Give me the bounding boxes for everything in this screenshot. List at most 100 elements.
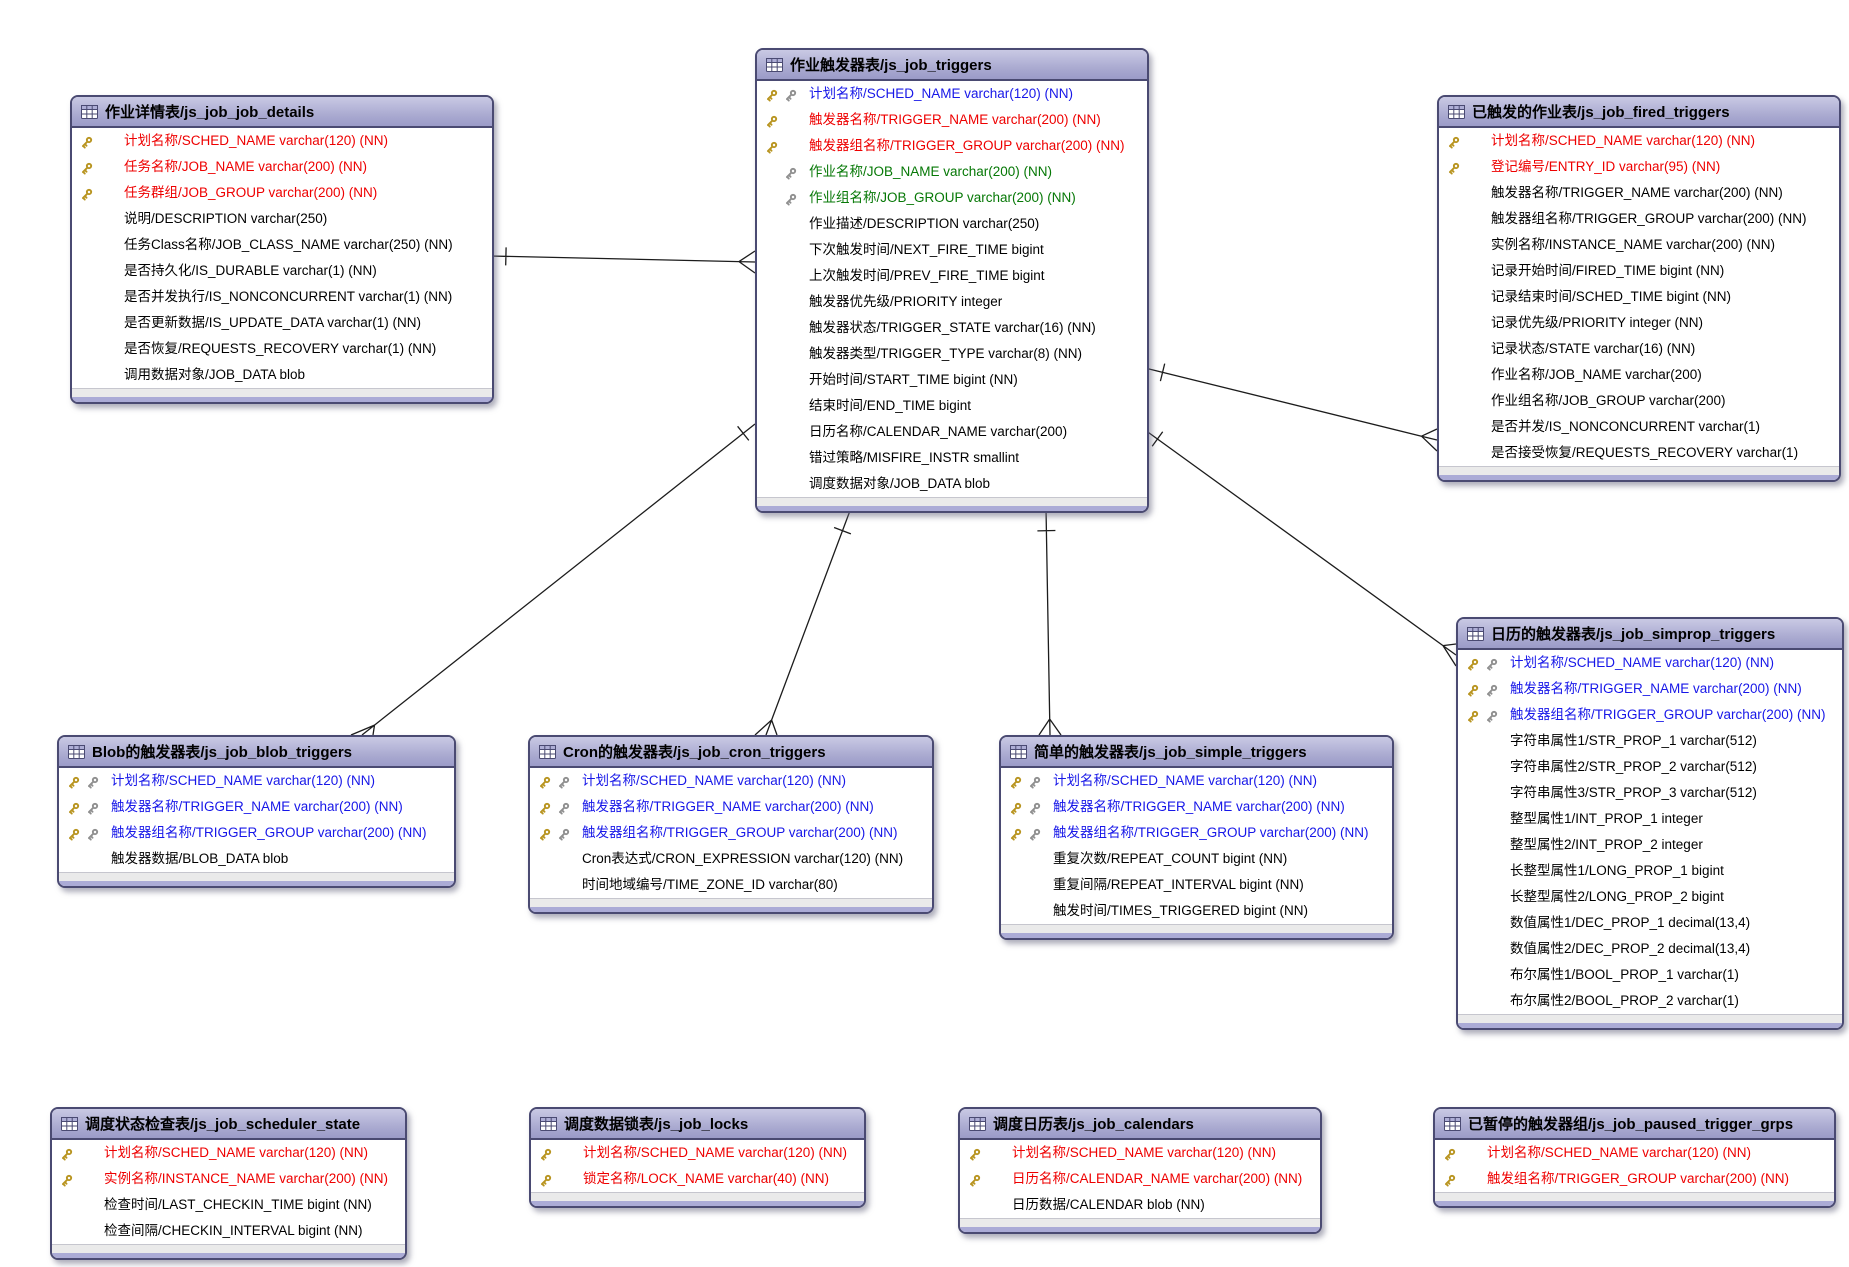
table-field-row[interactable]: 字符串属性1/STR_PROP_1 varchar(512) <box>1458 728 1842 754</box>
table-field-row[interactable]: 调度数据对象/JOB_DATA blob <box>757 471 1147 497</box>
table-header[interactable]: 简单的触发器表/js_job_simple_triggers <box>1001 737 1392 768</box>
table-field-row[interactable]: 触发器组名称/TRIGGER_GROUP varchar(200) (NN) <box>59 820 454 846</box>
table-header[interactable]: 作业触发器表/js_job_triggers <box>757 50 1147 81</box>
table-field-row[interactable]: 登记编号/ENTRY_ID varchar(95) (NN) <box>1439 154 1839 180</box>
table-field-row[interactable]: 计划名称/SCHED_NAME varchar(120) (NN) <box>530 768 932 794</box>
table-field-row[interactable]: 锁定名称/LOCK_NAME varchar(40) (NN) <box>531 1166 864 1192</box>
table-field-row[interactable]: 日历名称/CALENDAR_NAME varchar(200) (NN) <box>960 1166 1320 1192</box>
table-header[interactable]: 调度日历表/js_job_calendars <box>960 1109 1320 1140</box>
relationship-js_job_triggers-js_job_simple_triggers[interactable] <box>1037 507 1062 736</box>
table-field-row[interactable]: 计划名称/SCHED_NAME varchar(120) (NN) <box>1458 650 1842 676</box>
table-field-row[interactable]: 重复间隔/REPEAT_INTERVAL bigint (NN) <box>1001 872 1392 898</box>
table-field-row[interactable]: 是否恢复/REQUESTS_RECOVERY varchar(1) (NN) <box>72 336 492 362</box>
table-field-row[interactable]: 触发器组名称/TRIGGER_GROUP varchar(200) (NN) <box>757 133 1147 159</box>
table-field-row[interactable]: 计划名称/SCHED_NAME varchar(120) (NN) <box>1439 128 1839 154</box>
table-field-row[interactable]: 结束时间/END_TIME bigint <box>757 393 1147 419</box>
table-field-row[interactable]: 触发器数据/BLOB_DATA blob <box>59 846 454 872</box>
table-field-row[interactable]: 字符串属性3/STR_PROP_3 varchar(512) <box>1458 780 1842 806</box>
table-field-row[interactable]: 作业组名称/JOB_GROUP varchar(200) <box>1439 388 1839 414</box>
table-field-row[interactable]: 触发器组名称/TRIGGER_GROUP varchar(200) (NN) <box>1439 206 1839 232</box>
table-field-row[interactable]: 长整型属性2/LONG_PROP_2 bigint <box>1458 884 1842 910</box>
table-field-row[interactable]: 长整型属性1/LONG_PROP_1 bigint <box>1458 858 1842 884</box>
table-field-row[interactable]: 触发时间/TIMES_TRIGGERED bigint (NN) <box>1001 898 1392 924</box>
table-field-row[interactable]: 触发器类型/TRIGGER_TYPE varchar(8) (NN) <box>757 341 1147 367</box>
table-field-row[interactable]: 计划名称/SCHED_NAME varchar(120) (NN) <box>59 768 454 794</box>
table-field-row[interactable]: 作业描述/DESCRIPTION varchar(250) <box>757 211 1147 237</box>
table-field-row[interactable]: 计划名称/SCHED_NAME varchar(120) (NN) <box>72 128 492 154</box>
table-field-row[interactable]: 整型属性2/INT_PROP_2 integer <box>1458 832 1842 858</box>
table-field-row[interactable]: 调用数据对象/JOB_DATA blob <box>72 362 492 388</box>
table-field-row[interactable]: Cron表达式/CRON_EXPRESSION varchar(120) (NN… <box>530 846 932 872</box>
relationship-js_job_job_details-js_job_triggers[interactable] <box>489 247 756 274</box>
table-field-row[interactable]: 触发器组名称/TRIGGER_GROUP varchar(200) (NN) <box>530 820 932 846</box>
table-field-row[interactable]: 日历数据/CALENDAR blob (NN) <box>960 1192 1320 1218</box>
table-field-row[interactable]: 记录开始时间/FIRED_TIME bigint (NN) <box>1439 258 1839 284</box>
table-field-row[interactable]: 记录结束时间/SCHED_TIME bigint (NN) <box>1439 284 1839 310</box>
table-field-row[interactable]: 数值属性2/DEC_PROP_2 decimal(13,4) <box>1458 936 1842 962</box>
table-header[interactable]: Cron的触发器表/js_job_cron_triggers <box>530 737 932 768</box>
table-field-row[interactable]: 触发器名称/TRIGGER_NAME varchar(200) (NN) <box>757 107 1147 133</box>
table-field-row[interactable]: 实例名称/INSTANCE_NAME varchar(200) (NN) <box>52 1166 405 1192</box>
table-field-row[interactable]: 数值属性1/DEC_PROP_1 decimal(13,4) <box>1458 910 1842 936</box>
table-field-row[interactable]: 是否并发执行/IS_NONCONCURRENT varchar(1) (NN) <box>72 284 492 310</box>
table-field-row[interactable]: 实例名称/INSTANCE_NAME varchar(200) (NN) <box>1439 232 1839 258</box>
table-field-row[interactable]: 字符串属性2/STR_PROP_2 varchar(512) <box>1458 754 1842 780</box>
table-field-row[interactable]: 计划名称/SCHED_NAME varchar(120) (NN) <box>1435 1140 1834 1166</box>
table-field-row[interactable]: 是否持久化/IS_DURABLE varchar(1) (NN) <box>72 258 492 284</box>
table-field-row[interactable]: 触发组名称/TRIGGER_GROUP varchar(200) (NN) <box>1435 1166 1834 1192</box>
table-header[interactable]: 作业详情表/js_job_job_details <box>72 97 492 128</box>
table-header[interactable]: 已暂停的触发器组/js_job_paused_trigger_grps <box>1435 1109 1834 1140</box>
table-header[interactable]: Blob的触发器表/js_job_blob_triggers <box>59 737 454 768</box>
table-field-row[interactable]: 触发器名称/TRIGGER_NAME varchar(200) (NN) <box>1458 676 1842 702</box>
table-field-row[interactable]: 检查间隔/CHECKIN_INTERVAL bigint (NN) <box>52 1218 405 1244</box>
table-field-row[interactable]: 触发器状态/TRIGGER_STATE varchar(16) (NN) <box>757 315 1147 341</box>
relationship-js_job_triggers-js_job_blob_triggers[interactable] <box>350 423 756 736</box>
table-field-row[interactable]: 任务群组/JOB_GROUP varchar(200) (NN) <box>72 180 492 206</box>
table-header[interactable]: 日历的触发器表/js_job_simprop_triggers <box>1458 619 1842 650</box>
table-field-row[interactable]: 错过策略/MISFIRE_INSTR smallint <box>757 445 1147 471</box>
table-header[interactable]: 调度状态检查表/js_job_scheduler_state <box>52 1109 405 1140</box>
table-header[interactable]: 已触发的作业表/js_job_fired_triggers <box>1439 97 1839 128</box>
table-field-row[interactable]: 计划名称/SCHED_NAME varchar(120) (NN) <box>531 1140 864 1166</box>
table-field-row[interactable]: 说明/DESCRIPTION varchar(250) <box>72 206 492 232</box>
relationship-js_job_triggers-js_job_fired_triggers[interactable] <box>1144 363 1438 452</box>
table-field-row[interactable]: 下次触发时间/NEXT_FIRE_TIME bigint <box>757 237 1147 263</box>
table-field-row[interactable]: 计划名称/SCHED_NAME varchar(120) (NN) <box>52 1140 405 1166</box>
relationship-js_job_triggers-js_job_cron_triggers[interactable] <box>754 507 852 736</box>
table-field-row[interactable]: 触发器优先级/PRIORITY integer <box>757 289 1147 315</box>
table-field-row[interactable]: 触发器名称/TRIGGER_NAME varchar(200) (NN) <box>530 794 932 820</box>
table-field-row[interactable]: 记录状态/STATE varchar(16) (NN) <box>1439 336 1839 362</box>
table-field-row[interactable]: 开始时间/START_TIME bigint (NN) <box>757 367 1147 393</box>
table-field-row[interactable]: 重复次数/REPEAT_COUNT bigint (NN) <box>1001 846 1392 872</box>
table-field-row[interactable]: 触发器组名称/TRIGGER_GROUP varchar(200) (NN) <box>1001 820 1392 846</box>
table-field-row[interactable]: 时间地域编号/TIME_ZONE_ID varchar(80) <box>530 872 932 898</box>
table-field-row[interactable]: 记录优先级/PRIORITY integer (NN) <box>1439 310 1839 336</box>
table-field-row[interactable]: 触发器组名称/TRIGGER_GROUP varchar(200) (NN) <box>1458 702 1842 728</box>
table-field-row[interactable]: 计划名称/SCHED_NAME varchar(120) (NN) <box>960 1140 1320 1166</box>
table-field-row[interactable]: 是否接受恢复/REQUESTS_RECOVERY varchar(1) <box>1439 440 1839 466</box>
table-field-row[interactable]: 任务名称/JOB_NAME varchar(200) (NN) <box>72 154 492 180</box>
table-field-row[interactable]: 作业名称/JOB_NAME varchar(200) (NN) <box>757 159 1147 185</box>
table-field-row[interactable]: 检查时间/LAST_CHECKIN_TIME bigint (NN) <box>52 1192 405 1218</box>
table-field-row[interactable]: 作业组名称/JOB_GROUP varchar(200) (NN) <box>757 185 1147 211</box>
table-field-row[interactable]: 任务Class名称/JOB_CLASS_NAME varchar(250) (N… <box>72 232 492 258</box>
table-field-row[interactable]: 整型属性1/INT_PROP_1 integer <box>1458 806 1842 832</box>
table-field-row[interactable]: 是否并发/IS_NONCONCURRENT varchar(1) <box>1439 414 1839 440</box>
table-field-row[interactable]: 布尔属性2/BOOL_PROP_2 varchar(1) <box>1458 988 1842 1014</box>
table-field-row[interactable]: 作业名称/JOB_NAME varchar(200) <box>1439 362 1839 388</box>
table-field-row[interactable]: 触发器名称/TRIGGER_NAME varchar(200) (NN) <box>1001 794 1392 820</box>
table-field-row[interactable]: 是否更新数据/IS_UPDATE_DATA varchar(1) (NN) <box>72 310 492 336</box>
table-field-row[interactable]: 日历名称/CALENDAR_NAME varchar(200) <box>757 419 1147 445</box>
table-field-row[interactable]: 计划名称/SCHED_NAME varchar(120) (NN) <box>1001 768 1392 794</box>
